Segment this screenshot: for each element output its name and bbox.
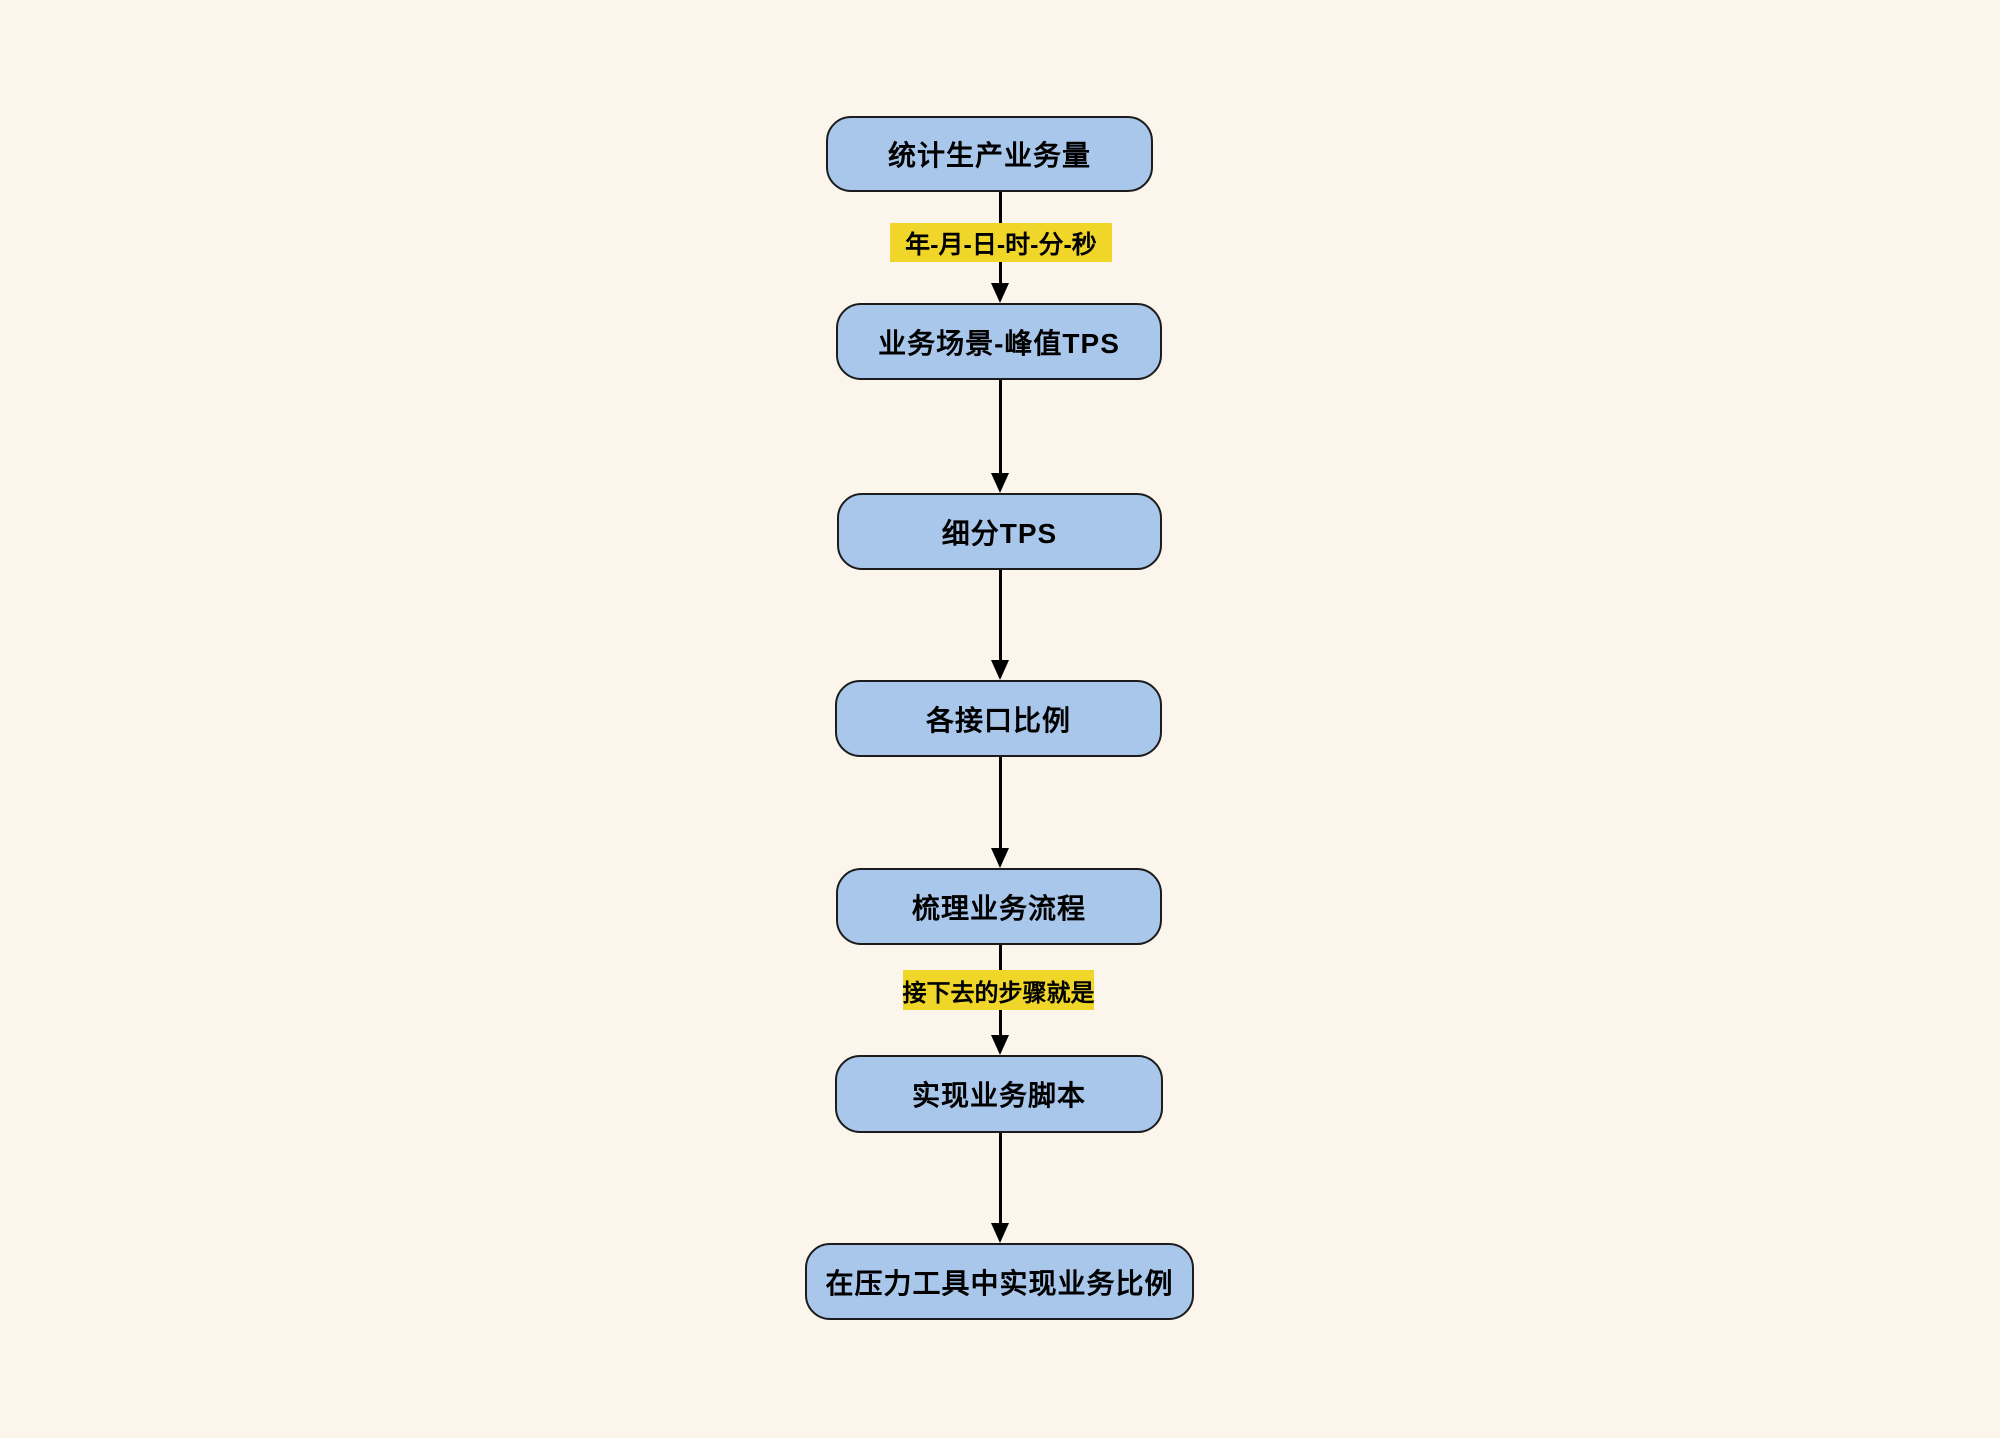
arrow-down-icon — [991, 283, 1009, 303]
node-label: 细分TPS — [941, 517, 1058, 549]
node-label: 统计生产业务量 — [887, 140, 1091, 171]
arrow-down-icon — [991, 1223, 1009, 1243]
node-implement-ratio-in-load-tool: 在压力工具中实现业务比例 — [805, 1243, 1194, 1320]
arrow-down-icon — [991, 473, 1009, 493]
node-label: 业务场景-峰值TPS — [878, 327, 1120, 359]
edge-label-next-step: 接下去的步骤就是 — [903, 970, 1095, 1010]
edge-label-date-format: 年-月-日-时-分-秒 — [890, 223, 1112, 262]
flow-arrow-3 — [991, 570, 1009, 680]
arrow-line — [998, 380, 1002, 479]
node-stat-production-volume: 统计生产业务量 — [826, 116, 1153, 192]
arrow-down-icon — [991, 1035, 1009, 1055]
node-label: 实现业务脚本 — [911, 1080, 1086, 1111]
node-implement-business-script: 实现业务脚本 — [835, 1055, 1163, 1133]
node-label: 在压力工具中实现业务比例 — [825, 1267, 1174, 1299]
node-interface-ratio: 各接口比例 — [835, 680, 1162, 757]
arrow-line — [998, 570, 1002, 666]
flow-arrow-6 — [991, 1133, 1009, 1243]
arrow-down-icon — [991, 660, 1009, 680]
node-label: 梳理业务流程 — [911, 892, 1086, 924]
arrow-line — [998, 757, 1002, 854]
arrow-line — [998, 1133, 1002, 1229]
node-sort-business-process: 梳理业务流程 — [836, 868, 1162, 945]
node-business-scene-peak-tps: 业务场景-峰值TPS — [836, 303, 1162, 380]
flow-arrow-2 — [991, 380, 1009, 493]
node-label: 各接口比例 — [925, 704, 1071, 736]
flow-arrow-4 — [991, 757, 1009, 868]
arrow-down-icon — [991, 848, 1009, 868]
node-subdivide-tps: 细分TPS — [837, 493, 1162, 570]
